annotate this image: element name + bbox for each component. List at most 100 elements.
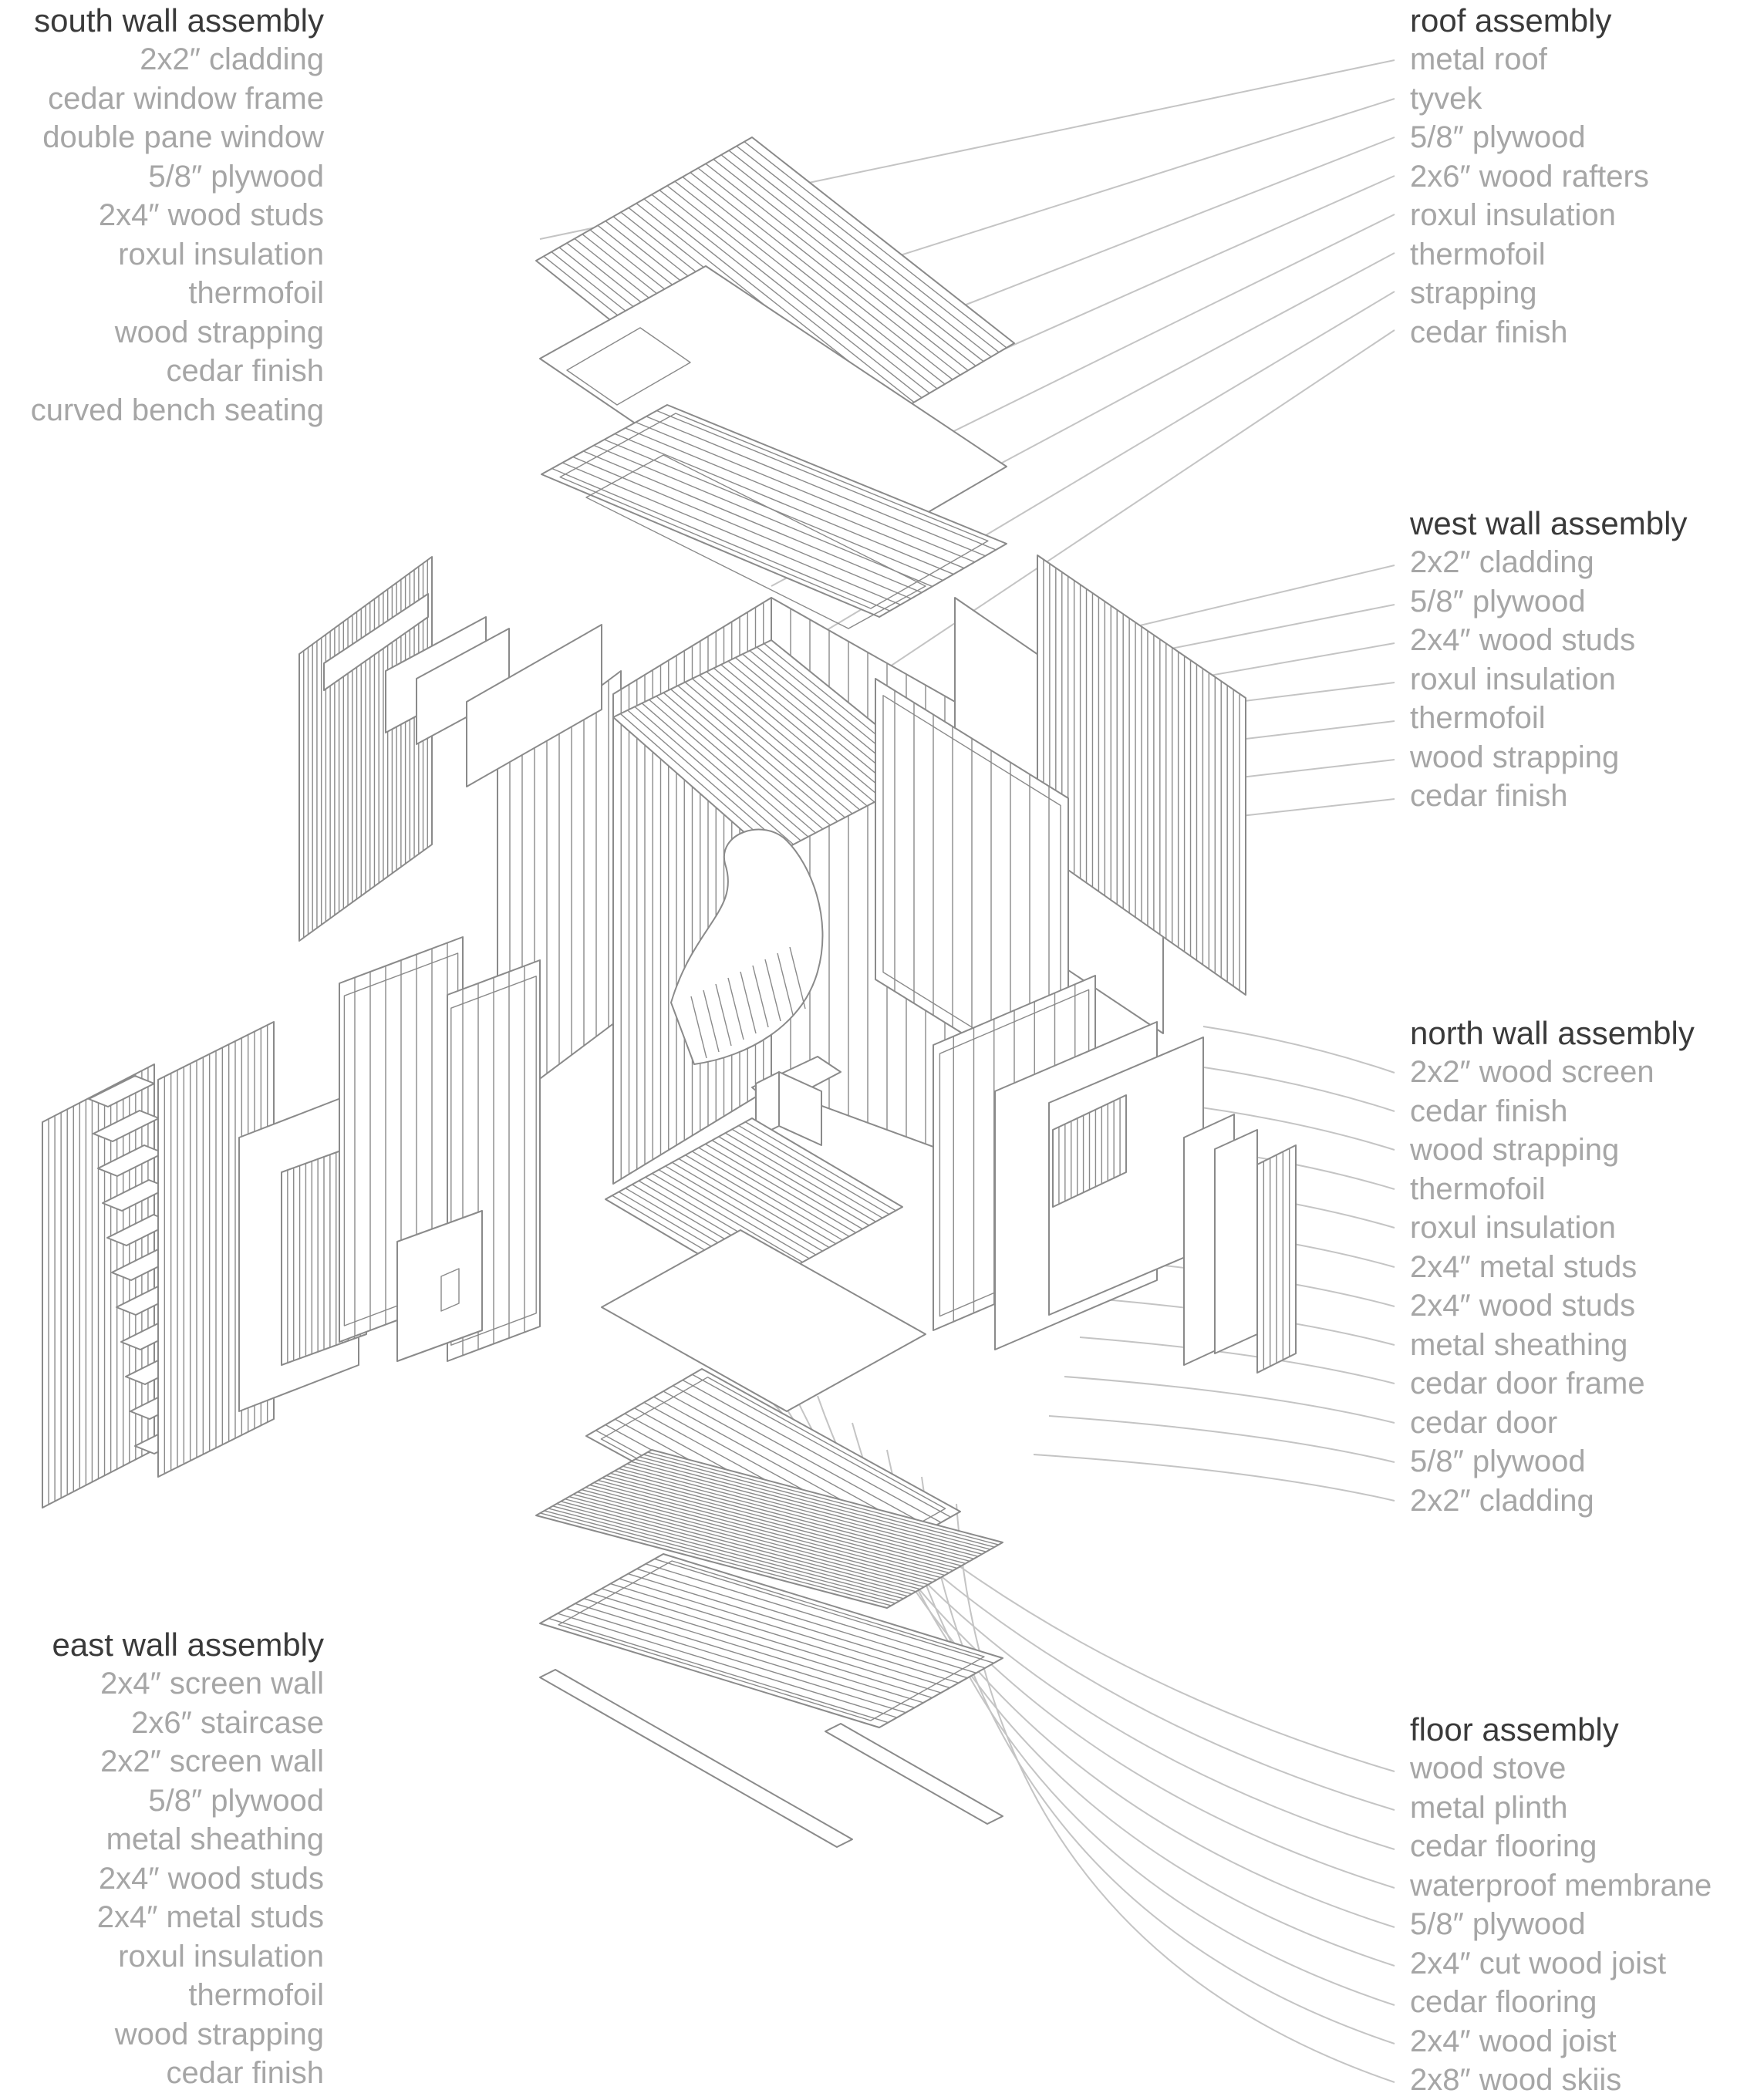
- wood-joist-frame-members-line: [619, 1578, 960, 1684]
- wood-joist-frame-members-line: [583, 1598, 924, 1704]
- legend-item: 2x4″ wood studs: [98, 1861, 324, 1896]
- cedar-flooring-upper-boards-line: [698, 1147, 850, 1237]
- curved-bench-boards-line: [690, 996, 707, 1059]
- wood-skii-right: [825, 1723, 1003, 1825]
- cedar-flooring-lower-boards-line: [643, 1454, 995, 1548]
- legend-item: 2x4″ wood studs: [1410, 623, 1636, 657]
- legend-item: 2x2″ cladding: [1410, 1483, 1594, 1518]
- cedar-flooring-lower-boards-line: [573, 1494, 925, 1588]
- cedar-flooring-lower-boards-line: [635, 1458, 987, 1552]
- floor-assembly-legend: floor assembly wood stove metal plinth c…: [1410, 1711, 1712, 2100]
- east-metal-studs-members: [462, 966, 525, 1356]
- cedar-flooring-lower-boards-line: [568, 1496, 921, 1590]
- cedar-flooring-lower-boards-line: [631, 1461, 983, 1555]
- north-wood-screen-slats: [1058, 1097, 1121, 1205]
- legend-item: roxul insulation: [118, 1939, 324, 1974]
- cedar-ceiling-boards-line: [670, 689, 831, 826]
- metal-roof-ribs-line: [674, 180, 938, 389]
- wood-joist-frame-members-line: [610, 1583, 950, 1689]
- west-wall-assembly-title: west wall assembly: [1410, 505, 1688, 541]
- floor-leader-line: [921, 1476, 1395, 2044]
- legend-item: 2x6″ wood rafters: [1410, 159, 1649, 194]
- cedar-flooring-upper-boards-line: [705, 1143, 856, 1234]
- wood-joist-frame-members-line: [548, 1617, 889, 1724]
- metal-roof-ribs-line: [690, 172, 953, 380]
- legend-item: thermofoil: [1410, 237, 1546, 271]
- cedar-flooring-upper-boards-line: [665, 1165, 817, 1256]
- cedar-flooring-lower-boards-line: [544, 1510, 895, 1604]
- legend-item: 2x4″ wood studs: [98, 198, 324, 232]
- curved-bench-boards-line: [715, 983, 732, 1047]
- cedar-flooring-upper-boards-line: [685, 1154, 836, 1245]
- cedar-ceiling-boards-line: [677, 685, 838, 822]
- legend-item: cedar finish: [1410, 315, 1568, 349]
- cedar-flooring-lower-boards-line: [610, 1472, 962, 1567]
- north-leader-line: [1202, 1026, 1395, 1074]
- cedar-flooring-lower-boards-line: [556, 1503, 908, 1597]
- legend-item: metal plinth: [1410, 1790, 1568, 1825]
- cedar-flooring-lower-boards-line: [560, 1501, 912, 1595]
- cedar-flooring-lower-boards-line: [602, 1477, 953, 1572]
- metal-roof-ribs-line: [705, 163, 969, 371]
- curved-bench-boards-line: [727, 977, 744, 1040]
- cedar-flooring-upper-boards: [612, 1121, 896, 1285]
- legend-item: cedar finish: [1410, 779, 1568, 813]
- cedar-flooring-lower-boards-line: [577, 1491, 929, 1586]
- legend-item: 2x2″ wood screen: [1410, 1055, 1654, 1089]
- cedar-ceiling-boards-line: [649, 699, 809, 838]
- wood-joist-frame-members: [548, 1558, 994, 1724]
- cedar-ceiling-boards-line: [727, 660, 890, 795]
- legend-item: 5/8″ plywood: [1410, 120, 1586, 154]
- west-wall-assembly-legend: west wall assembly 2x2″ cladding 5/8″ pl…: [1410, 504, 1687, 816]
- legend-item: roxul insulation: [1410, 1211, 1616, 1245]
- wood-skii-left: [539, 1669, 853, 1848]
- stair-tread: [88, 1075, 155, 1107]
- roof-strapping: [585, 454, 926, 629]
- roof-rafters-members-line: [572, 456, 912, 599]
- roof-rafters-members-line: [635, 421, 976, 563]
- cedar-flooring-upper-boards-line: [718, 1136, 870, 1226]
- waterproof-membrane: [601, 1229, 926, 1412]
- cedar-flooring-lower-boards-line: [639, 1456, 991, 1550]
- wood-joist-frame-members-line: [654, 1558, 994, 1664]
- north-leader-line: [1064, 1376, 1395, 1424]
- cedar-ceiling-boards-line: [692, 678, 853, 814]
- north-cladding-boards: [1263, 1148, 1290, 1370]
- legend-item: cedar finish: [166, 354, 324, 388]
- legend-item: 2x2″ screen wall: [100, 1744, 324, 1778]
- cedar-ceiling-boards-line: [627, 710, 787, 849]
- roof-rafters-members-line: [656, 410, 997, 551]
- cedar-ceiling-boards-line: [713, 667, 875, 803]
- legend-item: 2x4″ wood studs: [1410, 1289, 1636, 1323]
- cedar-flooring-lower-boards-line: [593, 1481, 946, 1576]
- cedar-flooring-upper-boards-line: [738, 1124, 890, 1215]
- wood-joist-frame-members-line: [645, 1563, 986, 1669]
- metal-roof-ribs-line: [697, 167, 961, 376]
- cedar-flooring-lower-boards-line: [618, 1468, 970, 1562]
- legend-item: metal roof: [1410, 42, 1547, 76]
- wood-joist-frame-inner: [558, 1560, 985, 1721]
- cedar-flooring-lower-boards-line: [565, 1498, 916, 1593]
- legend-item: 5/8″ plywood: [1410, 1907, 1586, 1941]
- metal-roof-ribs-line: [720, 154, 984, 362]
- roof-rafters-inner: [559, 413, 989, 609]
- legend-item: roxul insulation: [1410, 198, 1616, 232]
- roof-rafters-members-line: [646, 416, 986, 557]
- cut-wood-joist-members-line: [692, 1374, 951, 1518]
- legend-item: 5/8″ plywood: [1410, 584, 1586, 619]
- roof-rafters-members-line: [625, 427, 965, 569]
- roof-rafters-members-line: [562, 462, 901, 605]
- cedar-flooring-lower-boards: [540, 1451, 999, 1606]
- cut-wood-joist-members-line: [682, 1379, 942, 1523]
- wood-joist-frame-members-line: [628, 1573, 968, 1679]
- metal-roof-ribs-line: [713, 159, 976, 367]
- south-wall-assembly-legend: south wall assembly 2x2″ cladding cedar …: [31, 2, 324, 430]
- legend-item: wood strapping: [1410, 740, 1620, 774]
- legend-item: 5/8″ plywood: [148, 1783, 324, 1818]
- legend-item: 5/8″ plywood: [148, 159, 324, 194]
- cedar-flooring-upper-boards-line: [678, 1158, 830, 1249]
- cedar-flooring-lower-boards-line: [605, 1475, 958, 1569]
- wood-joist-frame-members-line: [592, 1593, 933, 1699]
- north-wall-assembly-legend: north wall assembly 2x2″ wood screen ced…: [1410, 1014, 1695, 1520]
